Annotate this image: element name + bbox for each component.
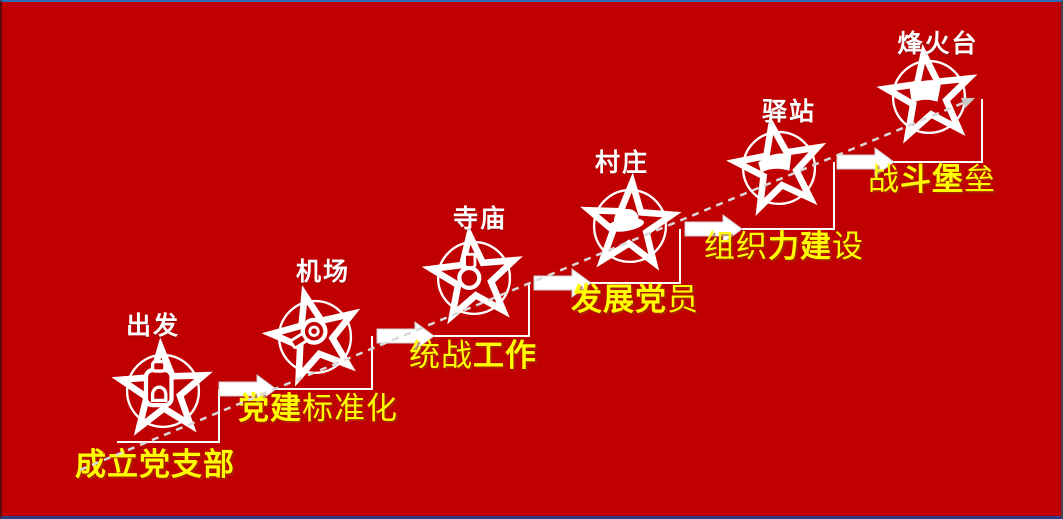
step-connector-line bbox=[275, 336, 373, 390]
task-label: 成立党支部 bbox=[75, 449, 235, 481]
task-label-text: 工作 bbox=[473, 338, 537, 374]
hat-star-icon bbox=[580, 172, 682, 271]
task-label-text: 组织 bbox=[704, 229, 768, 265]
step-arrow bbox=[218, 374, 277, 404]
task-label-text: 力建 bbox=[768, 229, 832, 265]
station-name-label: 烽火台 bbox=[897, 30, 979, 58]
step-arrow bbox=[836, 147, 895, 177]
journey-dashed-line bbox=[79, 101, 964, 472]
step-connector-line bbox=[589, 229, 681, 284]
step-arrow bbox=[684, 214, 743, 244]
task-label-text: 垒 bbox=[964, 162, 996, 198]
task-label-text: 成立党支部 bbox=[75, 447, 235, 483]
task-label-text: 战 bbox=[868, 162, 900, 198]
compass-star-icon bbox=[261, 285, 361, 387]
step-connector-line bbox=[432, 283, 530, 337]
task-label: 统战工作 bbox=[409, 340, 537, 372]
task-label-text: 斗堡 bbox=[900, 162, 964, 198]
station-name-label: 寺庙 bbox=[452, 205, 508, 233]
station-name-label: 村庄 bbox=[594, 149, 650, 177]
task-label-text: 员 bbox=[667, 282, 699, 318]
flag-emblem-icon bbox=[909, 80, 942, 104]
journey-arrowhead-icon bbox=[960, 97, 976, 109]
backpack-emblem-icon bbox=[143, 359, 174, 408]
station-name-label: 出发 bbox=[125, 312, 181, 340]
book-emblem-icon bbox=[758, 153, 792, 173]
task-label-text: 设 bbox=[832, 229, 864, 265]
compass-emblem-icon bbox=[289, 317, 328, 349]
book-star-icon bbox=[725, 115, 827, 216]
task-label: 发展党员 bbox=[571, 284, 699, 316]
task-label-text: 标准化 bbox=[302, 391, 398, 427]
task-label-text: 发展党 bbox=[571, 282, 667, 318]
task-label: 战斗堡垒 bbox=[868, 164, 996, 196]
medal-star-icon bbox=[421, 224, 523, 325]
hat-emblem-icon bbox=[606, 208, 644, 232]
task-label-text: 统战 bbox=[409, 338, 473, 374]
task-label: 组织力建设 bbox=[704, 231, 864, 263]
medal-emblem-icon bbox=[457, 252, 482, 290]
backpack-star-icon bbox=[111, 337, 213, 436]
step-arrow bbox=[533, 268, 592, 298]
step-connector-line bbox=[117, 389, 220, 443]
step-connector-line bbox=[892, 99, 983, 163]
station-name-label: 驿站 bbox=[761, 98, 817, 126]
step-connector-line bbox=[742, 162, 835, 230]
flag-star-icon bbox=[876, 43, 978, 144]
station-name-label: 机场 bbox=[295, 258, 351, 286]
